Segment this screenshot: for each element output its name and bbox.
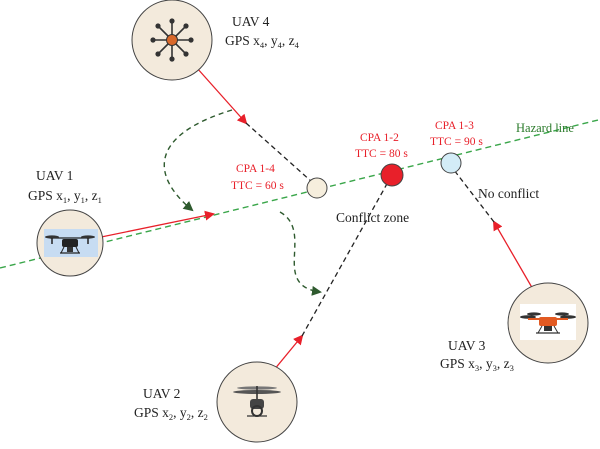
uav2-name: UAV 2 [143,386,180,401]
cpa-1-3-ttc: TTC = 90 s [430,136,483,148]
cpa-1-4-ttc: TTC = 60 s [231,180,284,192]
avoidance-arrow-upper [163,109,233,212]
cpa-1-4-marker [306,177,328,199]
uav1-name: UAV 1 [36,168,73,183]
uav4-node [131,0,213,81]
uav4-name: UAV 4 [232,14,270,29]
uav3-projected-path [453,169,495,223]
quadcopter-drone-icon [45,235,95,254]
single-rotor-drone-icon [233,386,281,417]
uav2-node [216,361,298,443]
cpa-1-2-marker [380,163,404,187]
orange-quadcopter-icon [520,312,576,334]
cpa-1-3-marker [440,152,462,174]
uav4-gps: GPS x4, y4, z4 [225,33,300,50]
cpa-1-2-name: CPA 1-2 [360,132,399,144]
uav4-projected-path [245,122,313,183]
hazard-line-label: Hazard line [516,121,574,135]
uav1-gps: GPS x1, y1, z1 [28,188,102,205]
uav2-gps: GPS x2, y2, z2 [134,405,208,422]
cpa-1-2-ttc: TTC = 80 s [355,148,408,160]
uav2-projected-path [301,181,389,337]
no-conflict-label: No conflict [478,186,539,201]
uav3-gps: GPS x3, y3, z3 [440,356,514,373]
uav3-name: UAV 3 [448,338,486,353]
conflict-zone-label: Conflict zone [336,210,409,225]
uav3-node [507,282,589,364]
octocopter-drone-icon [150,18,194,62]
uav1-node [36,209,104,277]
cpa-1-4-name: CPA 1-4 [236,163,275,175]
avoidance-arrow-lower [279,211,322,296]
cpa-1-3-name: CPA 1-3 [435,120,474,132]
